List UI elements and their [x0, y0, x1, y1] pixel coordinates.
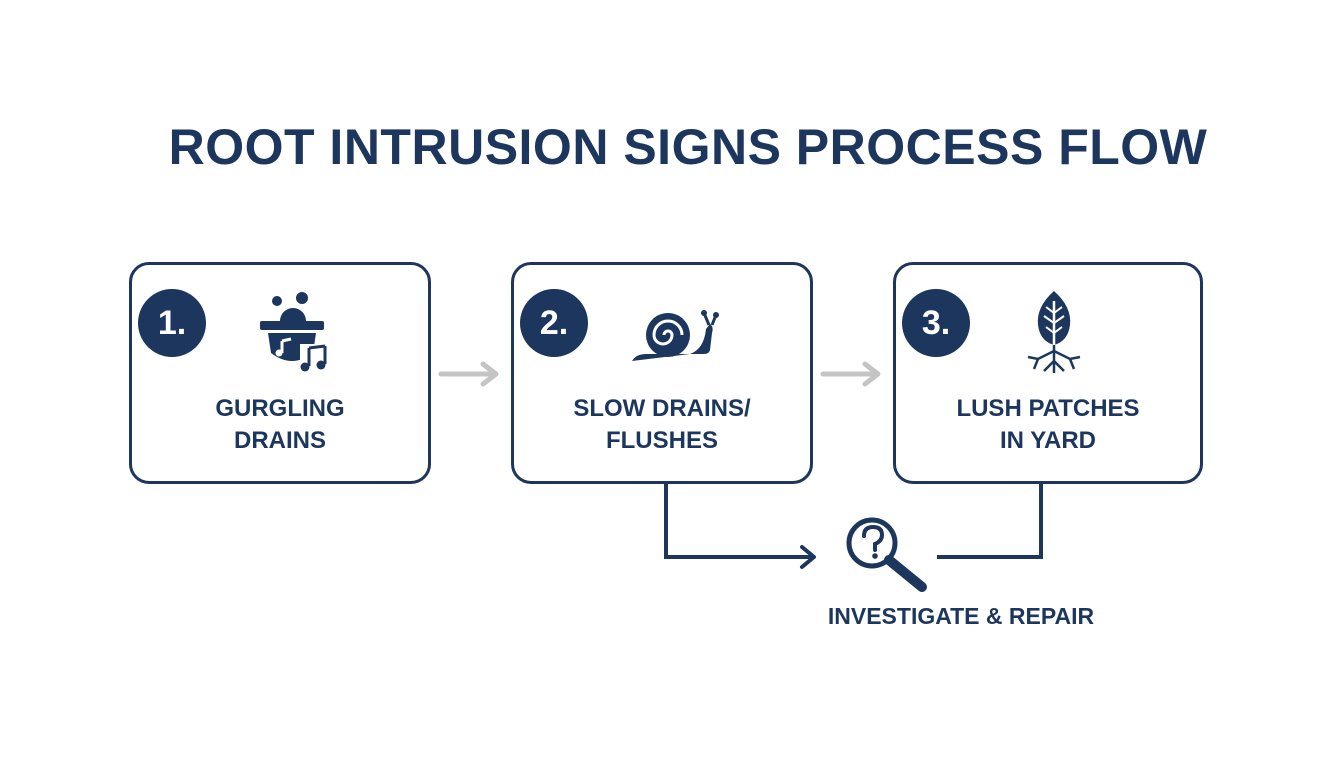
leaf-roots-icon: [1027, 291, 1081, 377]
arrow-step1-to-step2: [438, 361, 499, 387]
step-2-label-line2: FLUSHES: [605, 427, 718, 454]
connector-step2-to-outcome: [664, 484, 816, 569]
outcome-label: INVESTIGATE & REPAIR: [827, 603, 1095, 629]
step-3-label-line1: LUSH PATCHES: [956, 395, 1140, 422]
step-1-label: GURGLING DRAINS: [132, 393, 428, 457]
step-3-label-line2: IN YARD: [999, 427, 1097, 454]
step-2-box: 2. SLOW DRAINS/ FLUSHES: [511, 262, 813, 484]
step-2-label-line1: SLOW DRAINS/: [573, 395, 751, 422]
step-1-label-line1: GURGLING: [215, 395, 345, 422]
snail-icon: [632, 310, 719, 361]
step-2-number: 2.: [520, 289, 588, 357]
step-2-label: SLOW DRAINS/ FLUSHES: [514, 393, 810, 457]
step-3-number: 3.: [902, 289, 970, 357]
step-3-box: 3. LUSH PATCHES IN YARD: [893, 262, 1203, 484]
gurgling-drain-icon: [260, 292, 327, 372]
magnifier-question-icon: [846, 517, 927, 592]
diagram-title: ROOT INTRUSION SIGNS PROCESS FLOW: [168, 119, 1208, 175]
arrow-step2-to-step3: [820, 361, 881, 387]
step-1-number: 1.: [138, 289, 206, 357]
connector-step3-to-outcome: [937, 484, 1043, 559]
step-3-label: LUSH PATCHES IN YARD: [896, 393, 1200, 457]
step-1-label-line2: DRAINS: [233, 427, 326, 454]
step-1-box: 1. GURGLING DRAINS: [129, 262, 431, 484]
